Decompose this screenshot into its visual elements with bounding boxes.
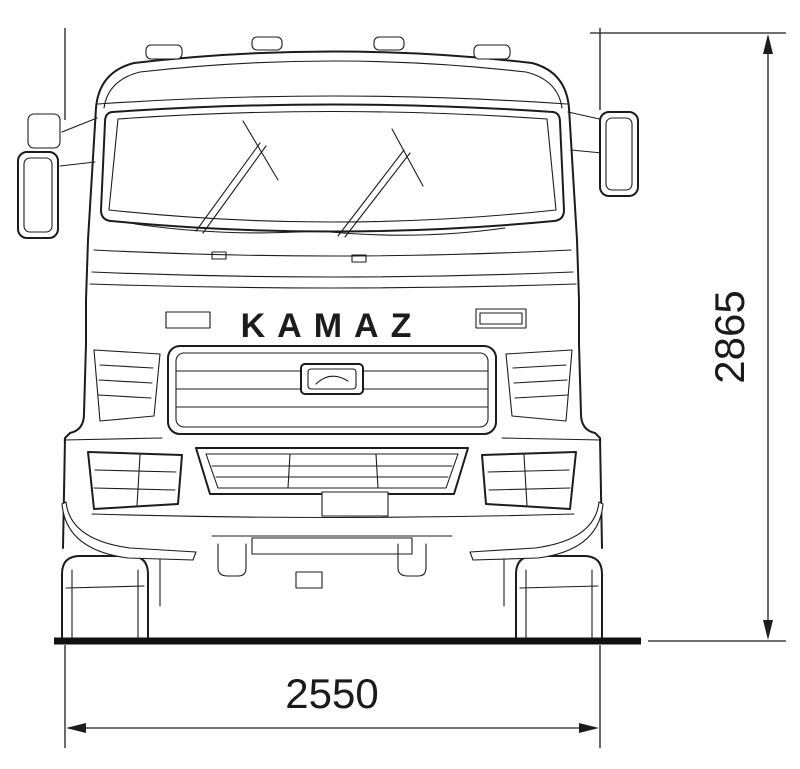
left-headlight xyxy=(87,451,183,510)
fenders xyxy=(62,343,603,549)
width-dimension-label: 2550 xyxy=(285,670,378,717)
grille xyxy=(167,345,497,435)
marker-lamp-icon xyxy=(145,44,183,60)
tow-hook-icon xyxy=(217,543,247,577)
height-dimension: 2865 xyxy=(706,34,773,640)
kamaz-logo-text: KAMAZ xyxy=(241,307,424,345)
marker-lamp-icon xyxy=(473,44,511,60)
arrow-left-icon xyxy=(66,723,86,733)
marker-lamp-icon xyxy=(373,36,405,51)
wiper-icon xyxy=(337,149,405,237)
marker-lamp-icon xyxy=(251,36,283,51)
right-headlight xyxy=(481,451,577,510)
tow-hook-icon xyxy=(397,543,427,577)
cab-right-edge xyxy=(568,107,580,345)
lower-grille xyxy=(195,447,469,495)
height-dimension-label: 2865 xyxy=(706,290,753,383)
right-mirror xyxy=(567,111,639,197)
arrow-up-icon xyxy=(763,34,773,54)
bumper xyxy=(61,491,604,561)
side-louvers xyxy=(93,349,573,422)
extension-lines xyxy=(64,28,786,748)
under-bumper xyxy=(211,535,453,589)
windshield xyxy=(100,103,565,238)
grille-emblem xyxy=(300,363,364,395)
front-panel: KAMAZ xyxy=(165,307,527,345)
cab-left-edge xyxy=(85,107,97,345)
arrow-right-icon xyxy=(579,723,599,733)
wiper-icon xyxy=(195,142,261,232)
dimension-annotations: 2865 2550 xyxy=(64,28,786,748)
cowl-panel xyxy=(89,249,577,289)
front-tires xyxy=(61,555,603,639)
license-plate-area xyxy=(321,491,389,517)
truck-front-view: KAMAZ xyxy=(17,36,641,645)
arrow-down-icon xyxy=(763,620,773,640)
cab-roof xyxy=(95,36,570,109)
width-dimension: 2550 xyxy=(66,670,599,733)
left-mirror xyxy=(17,113,98,239)
